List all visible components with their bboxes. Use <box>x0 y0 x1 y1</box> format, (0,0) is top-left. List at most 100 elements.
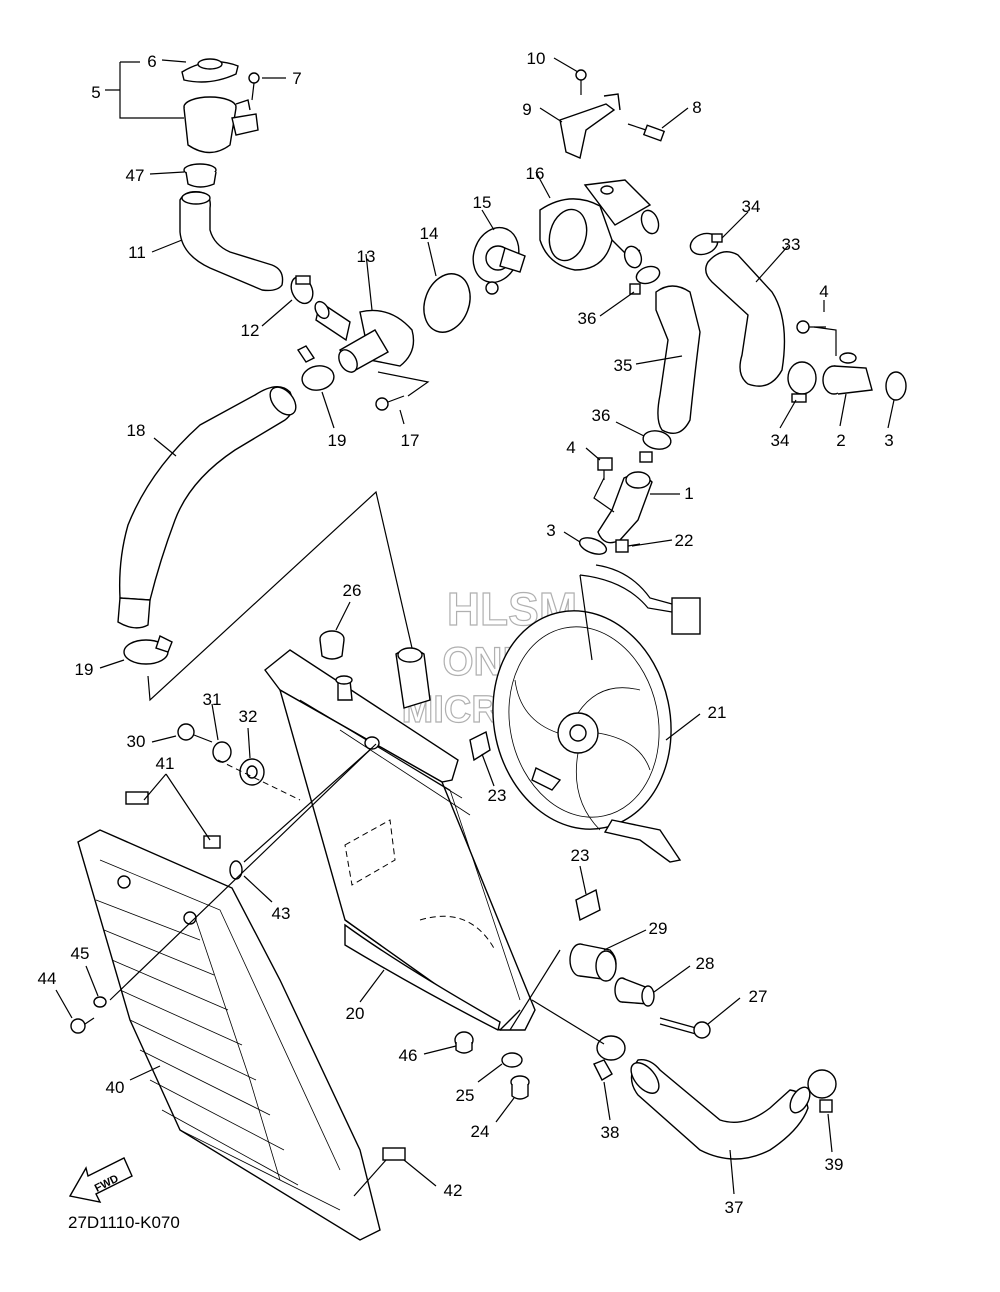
part-radiator-guard <box>77 829 381 1241</box>
part-hose-clamp-36-upper <box>629 265 661 295</box>
callout-26: 26 <box>343 581 362 600</box>
callout-46: 46 <box>399 1046 418 1065</box>
part-fitting-2 <box>822 352 873 395</box>
part-fan-assembly <box>492 564 701 863</box>
callout-39: 39 <box>825 1155 844 1174</box>
part-hose-clamp-34-upper <box>689 232 723 256</box>
callout-25: 25 <box>456 1086 475 1105</box>
callout-37: 37 <box>725 1198 744 1217</box>
callout-16: 16 <box>526 164 545 183</box>
part-radiator-cap <box>181 58 239 83</box>
part-hose-clamp-19-upper <box>296 345 335 391</box>
callout-3-lower: 3 <box>546 521 555 540</box>
callout-24: 24 <box>471 1122 490 1141</box>
callout-29: 29 <box>649 919 668 938</box>
part-clip-23-upper <box>469 730 491 762</box>
part-pipe-1 <box>597 471 653 544</box>
leader-lines <box>55 57 895 1197</box>
part-bolt-27 <box>659 1017 711 1039</box>
callout-12: 12 <box>241 321 260 340</box>
part-pad-41b <box>203 835 221 849</box>
callout-47: 47 <box>126 166 145 185</box>
callout-11: 11 <box>128 243 146 262</box>
diagram-code: 27D1110-K070 <box>68 1213 180 1232</box>
part-hose-clamp-19-lower <box>123 635 173 665</box>
callout-42: 42 <box>444 1181 463 1200</box>
part-o-ring-3-upper <box>885 371 907 401</box>
callout-3-upper: 3 <box>884 431 893 450</box>
callout-2: 2 <box>836 431 845 450</box>
callout-43: 43 <box>272 904 291 923</box>
part-hose-clamp-38 <box>593 1035 626 1081</box>
part-bolt-22 <box>615 539 641 553</box>
part-o-ring-14 <box>423 273 471 333</box>
part-clip-23-lower <box>575 888 601 922</box>
part-bracket-9 <box>559 93 621 159</box>
callout-22: 22 <box>675 531 694 550</box>
callout-32: 32 <box>239 707 258 726</box>
callout-15: 15 <box>473 193 492 212</box>
part-bolt-24 <box>510 1075 530 1100</box>
callout-34-lower: 34 <box>771 431 790 450</box>
part-bolt-30 <box>177 723 213 743</box>
part-hose-clamp-34-lower <box>787 361 817 403</box>
part-bolt-4-lower <box>597 457 613 480</box>
callout-17: 17 <box>401 431 420 450</box>
fwd-arrow-icon: FWD <box>68 1157 133 1203</box>
callout-8: 8 <box>692 98 701 117</box>
callout-14: 14 <box>420 224 439 243</box>
callout-19-upper: 19 <box>328 431 347 450</box>
callout-44: 44 <box>38 969 57 988</box>
callout-30: 30 <box>127 732 146 751</box>
part-cap-26 <box>319 630 345 660</box>
callout-34-upper: 34 <box>742 197 761 216</box>
part-hose-35 <box>655 285 701 434</box>
part-hose-clamp-12 <box>290 275 314 305</box>
callout-20: 20 <box>346 1004 365 1023</box>
callout-27: 27 <box>749 987 768 1006</box>
callout-6: 6 <box>147 52 156 71</box>
part-hose-11 <box>179 190 284 292</box>
callout-35: 35 <box>614 356 633 375</box>
callout-45: 45 <box>71 944 90 963</box>
callout-5: 5 <box>91 83 100 102</box>
callout-36-lower: 36 <box>592 406 611 425</box>
callout-1: 1 <box>684 484 693 503</box>
callout-31: 31 <box>203 690 222 709</box>
callout-23-upper: 23 <box>488 786 507 805</box>
callout-4-upper: 4 <box>819 282 828 301</box>
part-collar-31 <box>212 741 232 763</box>
callout-36-upper: 36 <box>578 309 597 328</box>
part-bolt-10 <box>575 69 587 95</box>
callout-4-lower: 4 <box>566 438 575 457</box>
part-hose-clamp-47 <box>183 163 217 188</box>
part-hose-33 <box>705 251 786 387</box>
callout-9: 9 <box>522 100 531 119</box>
callout-41: 41 <box>156 754 175 773</box>
part-damper-29 <box>569 943 617 982</box>
callout-19-lower: 19 <box>75 660 94 679</box>
part-grommet-46 <box>454 1031 474 1054</box>
part-grommet-32 <box>239 758 265 786</box>
callout-28: 28 <box>696 954 715 973</box>
part-hose-37 <box>630 1059 811 1160</box>
part-bolt-4-upper <box>796 320 826 334</box>
part-collar-28 <box>614 977 655 1007</box>
part-collar-43 <box>229 860 243 880</box>
callout-33: 33 <box>782 235 801 254</box>
part-number-labels: 6 5 7 10 9 8 47 16 15 14 13 11 34 33 4 1… <box>38 49 894 1217</box>
part-bolt-44 <box>70 1017 95 1034</box>
part-hose-clamp-39 <box>807 1069 837 1113</box>
part-filler-neck <box>183 96 259 154</box>
part-hose-18 <box>117 386 297 629</box>
part-thermostat-housing <box>539 179 660 271</box>
part-pad-41a <box>125 791 149 805</box>
callout-23-lower: 23 <box>571 846 590 865</box>
callout-7: 7 <box>292 69 301 88</box>
callout-18: 18 <box>127 421 146 440</box>
part-bolt-8 <box>627 123 666 142</box>
part-washer-45 <box>93 996 107 1008</box>
part-thermostat-cover <box>314 300 415 373</box>
part-thermostat <box>472 226 526 295</box>
callout-40: 40 <box>106 1078 125 1097</box>
